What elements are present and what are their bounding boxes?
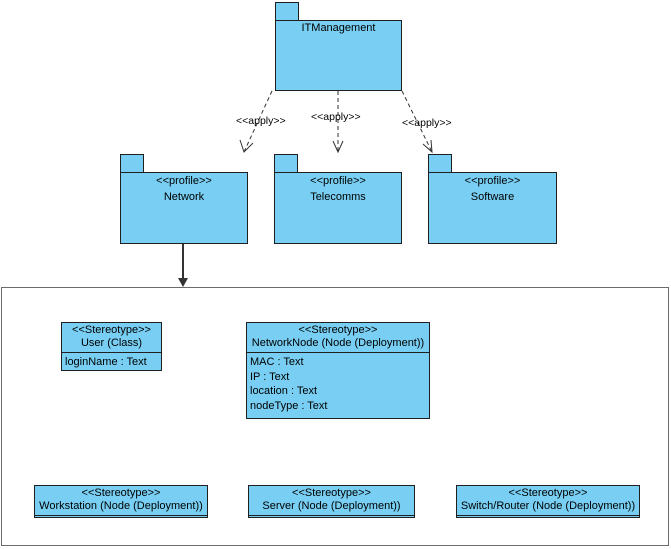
class-attribute: IP : Text (250, 370, 290, 383)
class-name: NetworkNode (Node (Deployment)) (251, 337, 425, 349)
it-management-package-tab (275, 2, 299, 21)
telecomms-package-tab (274, 154, 298, 173)
class-name: Workstation (Node (Deployment)) (39, 500, 203, 512)
class-stereotype: <<Stereotype>> (292, 487, 371, 499)
package-name: Software (470, 191, 515, 203)
software-profile-package[interactable]: <<profile>> Software (428, 172, 557, 244)
network-package-tab (120, 154, 144, 173)
package-name: Network (163, 191, 205, 203)
package-stereotype: <<profile>> (464, 175, 521, 187)
class-stereotype: <<Stereotype>> (508, 487, 588, 499)
it-management-package[interactable]: ITManagement (275, 20, 402, 91)
apply-label-software: <<apply>> (402, 117, 452, 129)
software-package-tab (428, 154, 452, 173)
class-name: Server (Node (Deployment)) (262, 500, 401, 512)
package-name: ITManagement (301, 22, 376, 34)
class-name: Switch/Router (Node (Deployment)) (460, 500, 636, 512)
network-profile-package[interactable]: <<profile>> Network (120, 172, 248, 244)
telecomms-profile-package[interactable]: <<profile>> Telecomms (274, 172, 402, 244)
package-stereotype: <<profile>> (310, 175, 366, 187)
class-stereotype: <<Stereotype>> (72, 324, 151, 336)
server-stereotype-class[interactable]: <<Stereotype>> Server (Node (Deployment)… (248, 485, 415, 518)
class-attribute: MAC : Text (250, 356, 304, 368)
class-attribute: nodeType : Text (250, 399, 328, 412)
class-name: User (Class) (80, 337, 143, 349)
apply-dependency-network (239, 90, 273, 153)
apply-label-telecomms: <<apply>> (311, 111, 361, 123)
class-attribute: location : Text (250, 385, 318, 397)
apply-dependency-software (401, 90, 433, 154)
user-stereotype-class[interactable]: <<Stereotype>> User (Class) loginName : … (61, 322, 162, 371)
workstation-stereotype-class[interactable]: <<Stereotype>> Workstation (Node (Deploy… (34, 485, 208, 518)
network-node-stereotype-class[interactable]: <<Stereotype>> NetworkNode (Node (Deploy… (246, 322, 430, 419)
package-name: Telecomms (310, 191, 366, 203)
class-attribute: loginName : Text (65, 356, 147, 368)
apply-label-network: <<apply>> (236, 115, 286, 127)
network-content-arrow (178, 244, 188, 287)
package-stereotype: <<profile>> (156, 175, 212, 187)
apply-dependency-telecomms (332, 91, 344, 154)
class-stereotype: <<Stereotype>> (81, 487, 161, 499)
class-stereotype: <<Stereotype>> (298, 324, 378, 336)
switch-router-stereotype-class[interactable]: <<Stereotype>> Switch/Router (Node (Depl… (456, 485, 640, 518)
